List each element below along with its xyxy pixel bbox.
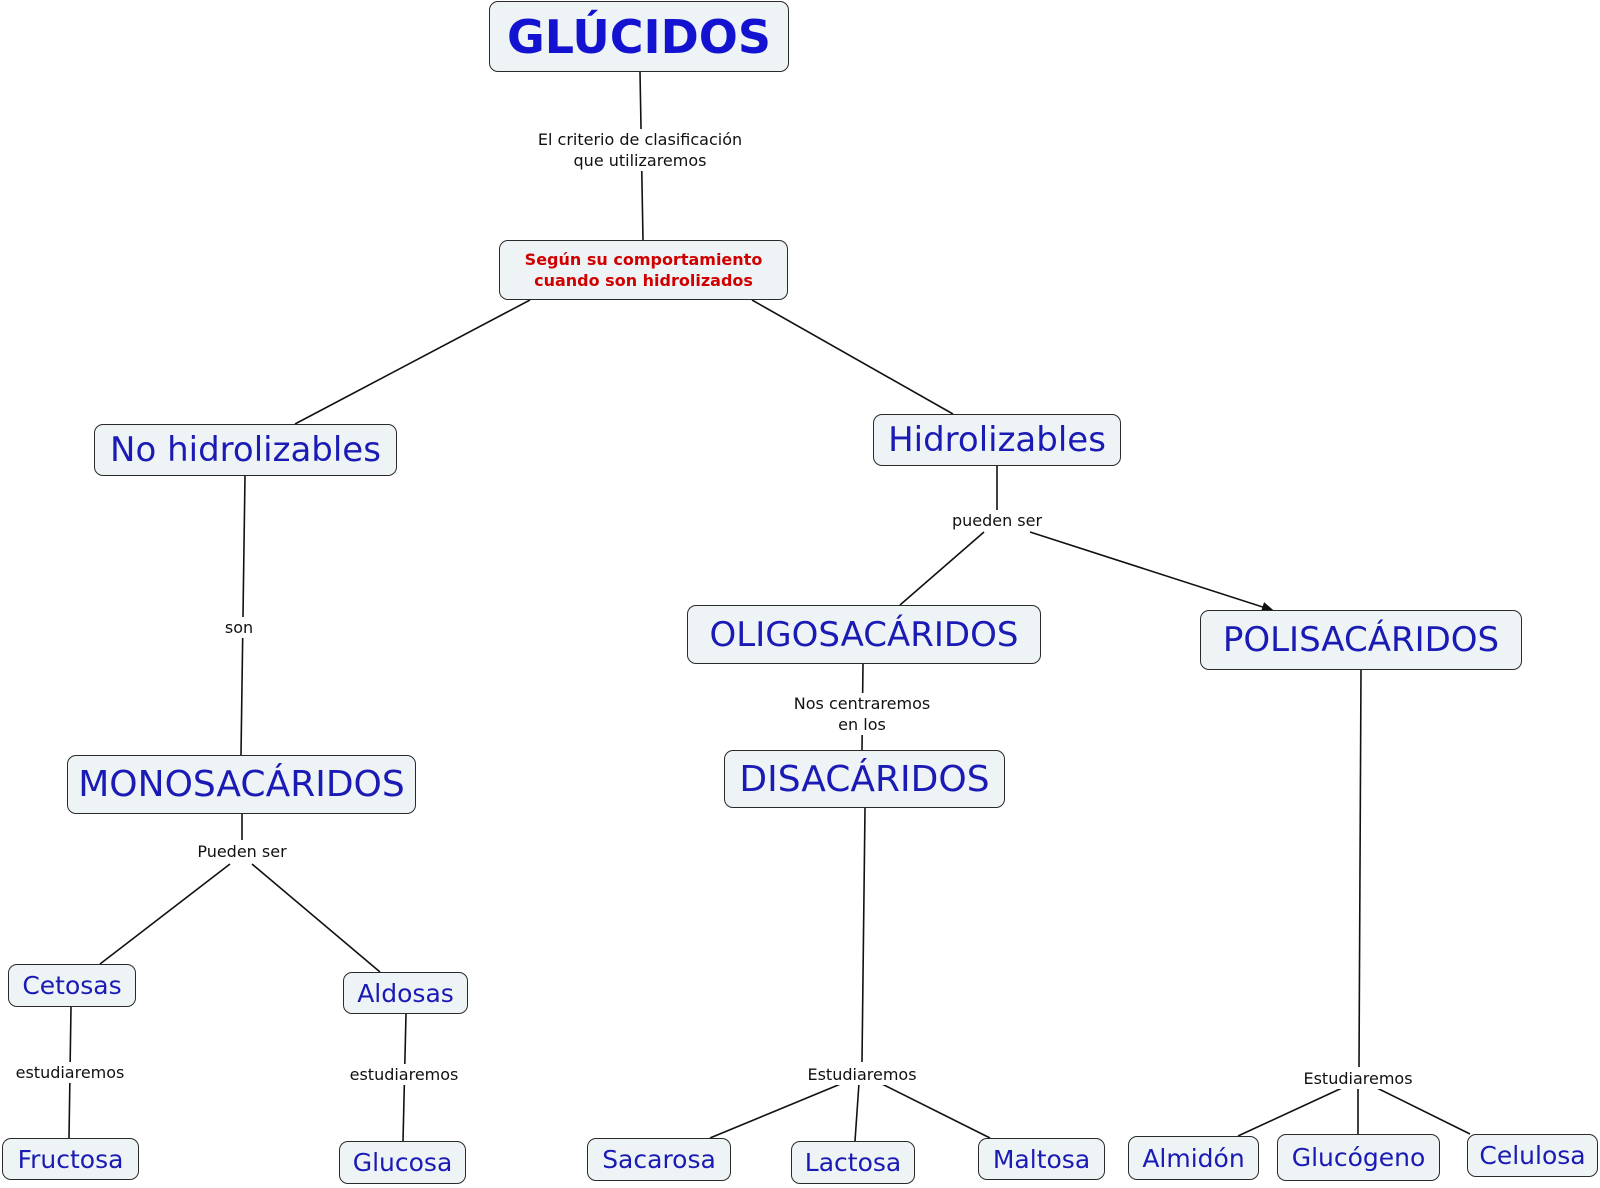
node-criterio-line2: cuando son hidrolizados <box>534 271 753 290</box>
node-disacaridos-label: DISACÁRIDOS <box>739 758 990 800</box>
edge-criterio-hidrolizables <box>751 299 954 415</box>
link-label-pueden-ser: pueden ser <box>949 510 1045 531</box>
edge-label-almidon <box>1237 1087 1343 1137</box>
node-almidon[interactable]: Almidón <box>1128 1136 1259 1180</box>
link-label-estudiaremos-aldosas: estudiaremos <box>347 1064 461 1085</box>
link-label-estudiaremos-polisacaridos: Estudiaremos <box>1301 1068 1415 1089</box>
link-label-criterio-line1: El criterio de clasificación <box>537 130 743 149</box>
link-label-son: son <box>222 617 256 638</box>
node-cetosas-label: Cetosas <box>22 971 122 1000</box>
node-hidrolizables[interactable]: Hidrolizables <box>873 414 1121 466</box>
node-polisacaridos-label: POLISACÁRIDOS <box>1222 620 1500 660</box>
node-criterio[interactable]: Según su comportamiento cuando son hidro… <box>499 240 788 300</box>
node-celulosa[interactable]: Celulosa <box>1467 1134 1598 1177</box>
node-hidrolizables-label: Hidrolizables <box>888 420 1106 460</box>
link-label-criterio: El criterio de clasificación que utiliza… <box>535 129 745 171</box>
node-sacarosa[interactable]: Sacarosa <box>587 1138 731 1181</box>
node-lactosa-label: Lactosa <box>804 1148 902 1177</box>
node-disacaridos[interactable]: DISACÁRIDOS <box>724 750 1005 808</box>
edge-criterio-no-hidrolizables <box>294 299 531 425</box>
edge-label-sacarosa <box>709 1082 844 1139</box>
edge-label-lactosa <box>854 1082 860 1142</box>
edge-label-cetosas <box>99 863 231 965</box>
link-label-criterio-line2: que utilizaremos <box>573 151 707 170</box>
node-glucosa[interactable]: Glucosa <box>339 1141 466 1184</box>
node-glucogeno-label: Glucógeno <box>1291 1143 1426 1172</box>
edge-label-maltosa <box>879 1082 991 1139</box>
node-lactosa[interactable]: Lactosa <box>791 1141 915 1184</box>
edge-label-celulosa <box>1376 1087 1471 1135</box>
node-cetosas[interactable]: Cetosas <box>8 964 136 1007</box>
edge-no-hidrolizables-monosacaridos <box>240 475 246 756</box>
link-label-centraremos-line1: Nos centraremos <box>793 694 931 713</box>
node-no-hidrolizables[interactable]: No hidrolizables <box>94 424 397 476</box>
node-polisacaridos[interactable]: POLISACÁRIDOS <box>1200 610 1522 670</box>
node-monosacaridos[interactable]: MONOSACÁRIDOS <box>67 755 416 814</box>
node-no-hidrolizables-label: No hidrolizables <box>110 430 381 470</box>
edge-label-aldosas <box>251 863 381 973</box>
link-label-pueden-ser-mono: Pueden ser <box>195 841 289 862</box>
node-glucogeno[interactable]: Glucógeno <box>1277 1134 1440 1181</box>
node-celulosa-label: Celulosa <box>1479 1141 1586 1170</box>
node-monosacaridos-label: MONOSACÁRIDOS <box>78 764 405 805</box>
node-fructosa[interactable]: Fructosa <box>2 1138 139 1180</box>
node-glucosa-label: Glucosa <box>352 1148 453 1177</box>
node-oligosacaridos[interactable]: OLIGOSACÁRIDOS <box>687 605 1041 664</box>
link-label-centraremos-line2: en los <box>838 715 886 734</box>
node-glucidos-label: GLÚCIDOS <box>506 9 772 64</box>
node-oligosacaridos-label: OLIGOSACÁRIDOS <box>709 614 1019 655</box>
node-almidon-label: Almidón <box>1142 1143 1245 1173</box>
node-glucidos[interactable]: GLÚCIDOS <box>489 1 789 72</box>
node-maltosa-label: Maltosa <box>992 1144 1091 1174</box>
link-label-centraremos: Nos centraremos en los <box>791 693 933 735</box>
node-fructosa-label: Fructosa <box>17 1144 124 1174</box>
edge-polisacaridos-label <box>1358 669 1362 1068</box>
edge-disacaridos-label <box>861 807 866 1063</box>
node-aldosas[interactable]: Aldosas <box>343 972 468 1014</box>
link-label-estudiaremos-disacaridos: Estudiaremos <box>805 1064 919 1085</box>
node-sacarosa-label: Sacarosa <box>602 1145 716 1174</box>
node-aldosas-label: Aldosas <box>357 978 454 1008</box>
link-label-estudiaremos-cetosas: estudiaremos <box>13 1062 127 1083</box>
node-maltosa[interactable]: Maltosa <box>978 1138 1105 1180</box>
edge-label-polisacaridos <box>1029 531 1274 612</box>
node-criterio-line1: Según su comportamiento <box>524 250 763 269</box>
edge-label-oligosacaridos <box>899 531 985 606</box>
